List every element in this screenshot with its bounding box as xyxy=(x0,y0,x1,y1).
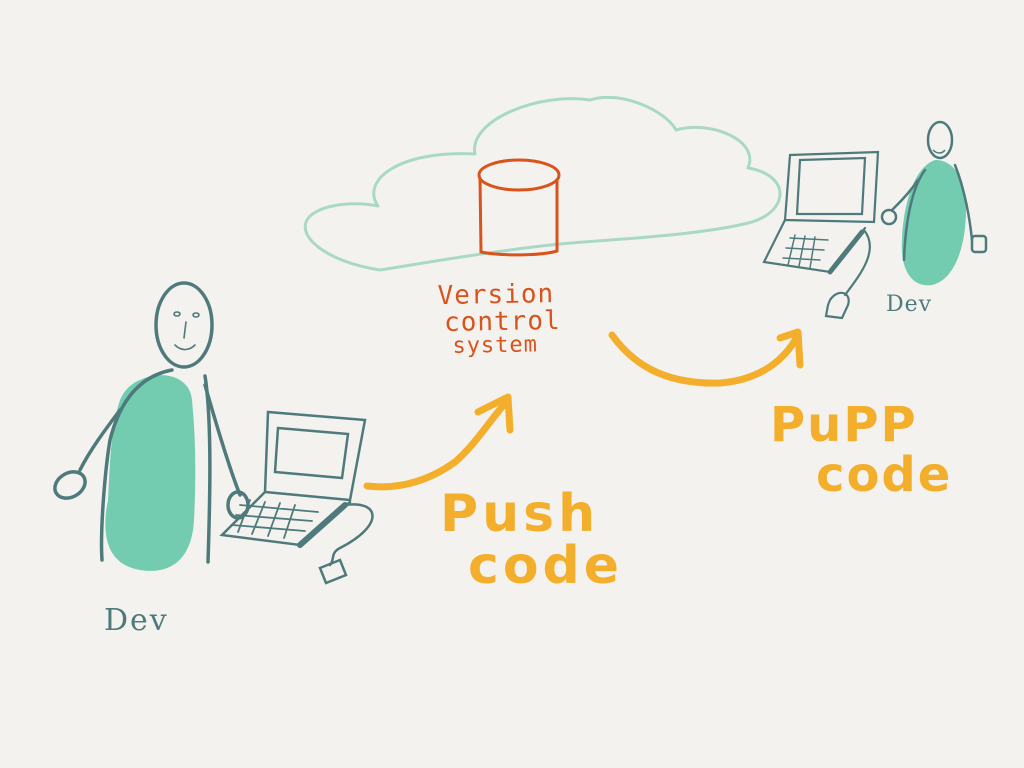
dev-left-label: Dev xyxy=(104,603,169,638)
push-label-line2: code xyxy=(468,536,624,596)
laptop-right-icon xyxy=(762,150,880,320)
dev-right-label: Dev xyxy=(886,292,933,317)
push-label-line1: Push xyxy=(440,484,600,544)
developer-left-figure xyxy=(53,281,250,571)
vcs-label-line2: control xyxy=(443,305,561,338)
body-fill xyxy=(105,375,196,571)
cloud-icon xyxy=(303,95,782,272)
laptop-left-icon xyxy=(219,410,374,585)
pull-label-line2: code xyxy=(816,447,953,504)
push-arrow-icon xyxy=(363,393,514,491)
database-icon xyxy=(477,158,561,257)
pull-label-line1: PuPP xyxy=(770,397,918,453)
vcs-label-line3: system xyxy=(452,332,539,359)
developer-right-figure xyxy=(880,120,988,286)
pull-arrow-icon xyxy=(608,328,804,387)
body-fill xyxy=(901,160,966,286)
